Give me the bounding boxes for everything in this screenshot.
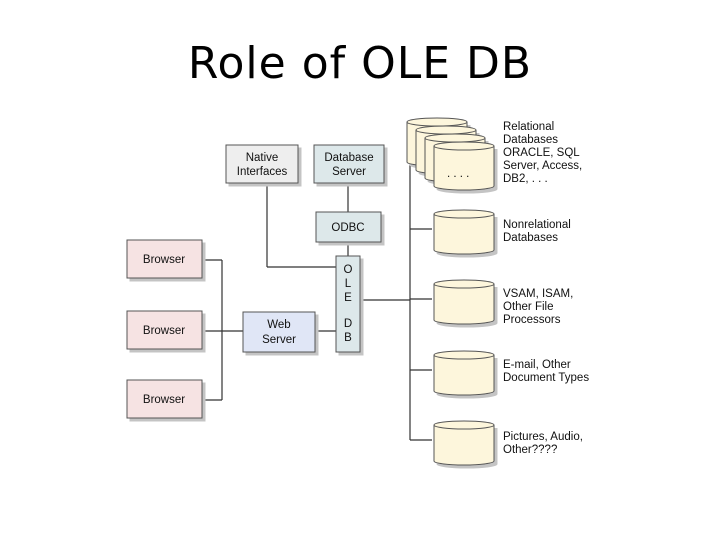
- relational-dots: . . . .: [447, 168, 469, 180]
- slide-title: Role of OLE DB: [187, 38, 533, 89]
- browser-box-3: Browser: [126, 379, 203, 419]
- email-label-line-2: Document Types: [503, 372, 589, 384]
- data-source-cylinders: [406, 117, 495, 466]
- file-cylinder: [433, 279, 495, 325]
- relational-label-line-1: Relational: [503, 121, 554, 133]
- pictures-label-line-1: Pictures, Audio,: [503, 431, 583, 443]
- relational-cylinder-4: [433, 141, 495, 191]
- pictures-label-line-2: Other????: [503, 444, 557, 456]
- data-source-label-nonrelational: Nonrelational Databases: [503, 219, 571, 244]
- relational-label-line-4: Server, Access,: [503, 160, 582, 172]
- odbc-label: ODBC: [331, 222, 364, 234]
- web-server-label-line-1: Web: [267, 319, 290, 331]
- nonrelational-cylinder: [433, 209, 495, 255]
- browser-box-2: Browser: [126, 310, 203, 350]
- nonrelational-label-line-1: Nonrelational: [503, 219, 571, 231]
- data-source-label-pictures: Pictures, Audio, Other????: [503, 431, 583, 456]
- pictures-cylinder: [433, 420, 495, 466]
- native-interfaces-label-line-1: Native: [246, 152, 279, 164]
- database-server-label-line-2: Server: [332, 166, 366, 178]
- web-server-label-line-2: Server: [262, 334, 296, 346]
- data-source-label-email: E-mail, Other Document Types: [503, 359, 589, 384]
- native-interfaces-box: Native Interfaces: [225, 144, 299, 184]
- oledb-letter-e: E: [344, 292, 352, 304]
- web-server-box: Web Server: [242, 311, 316, 353]
- file-label-line-3: Processors: [503, 314, 561, 326]
- connector-lines: [205, 159, 432, 441]
- browser-label-2: Browser: [143, 325, 185, 337]
- file-label-line-2: Other File: [503, 301, 554, 313]
- nonrelational-label-line-2: Databases: [503, 232, 558, 244]
- browser-box-1: Browser: [126, 239, 203, 279]
- email-cylinder: [433, 350, 495, 396]
- oledb-letter-d: D: [344, 318, 352, 330]
- oledb-box: O L E D B: [335, 255, 361, 353]
- data-source-label-file: VSAM, ISAM, Other File Processors: [503, 288, 573, 326]
- native-interfaces-label-line-2: Interfaces: [237, 166, 288, 178]
- relational-label-line-5: DB2, . . .: [503, 173, 548, 185]
- email-label-line-1: E-mail, Other: [503, 359, 571, 371]
- relational-label-line-2: Databases: [503, 134, 558, 146]
- browser-label-3: Browser: [143, 394, 185, 406]
- relational-label-line-3: ORACLE, SQL: [503, 147, 580, 159]
- odbc-box: ODBC: [315, 211, 382, 243]
- oledb-letter-o: O: [344, 264, 353, 276]
- database-server-box: Database Server: [313, 144, 385, 184]
- oledb-letter-l: L: [345, 278, 352, 290]
- data-source-label-relational: Relational Databases ORACLE, SQL Server,…: [503, 121, 582, 185]
- file-label-line-1: VSAM, ISAM,: [503, 288, 573, 300]
- browser-label-1: Browser: [143, 254, 185, 266]
- database-server-label-line-1: Database: [324, 152, 373, 164]
- oledb-letter-b: B: [344, 332, 352, 344]
